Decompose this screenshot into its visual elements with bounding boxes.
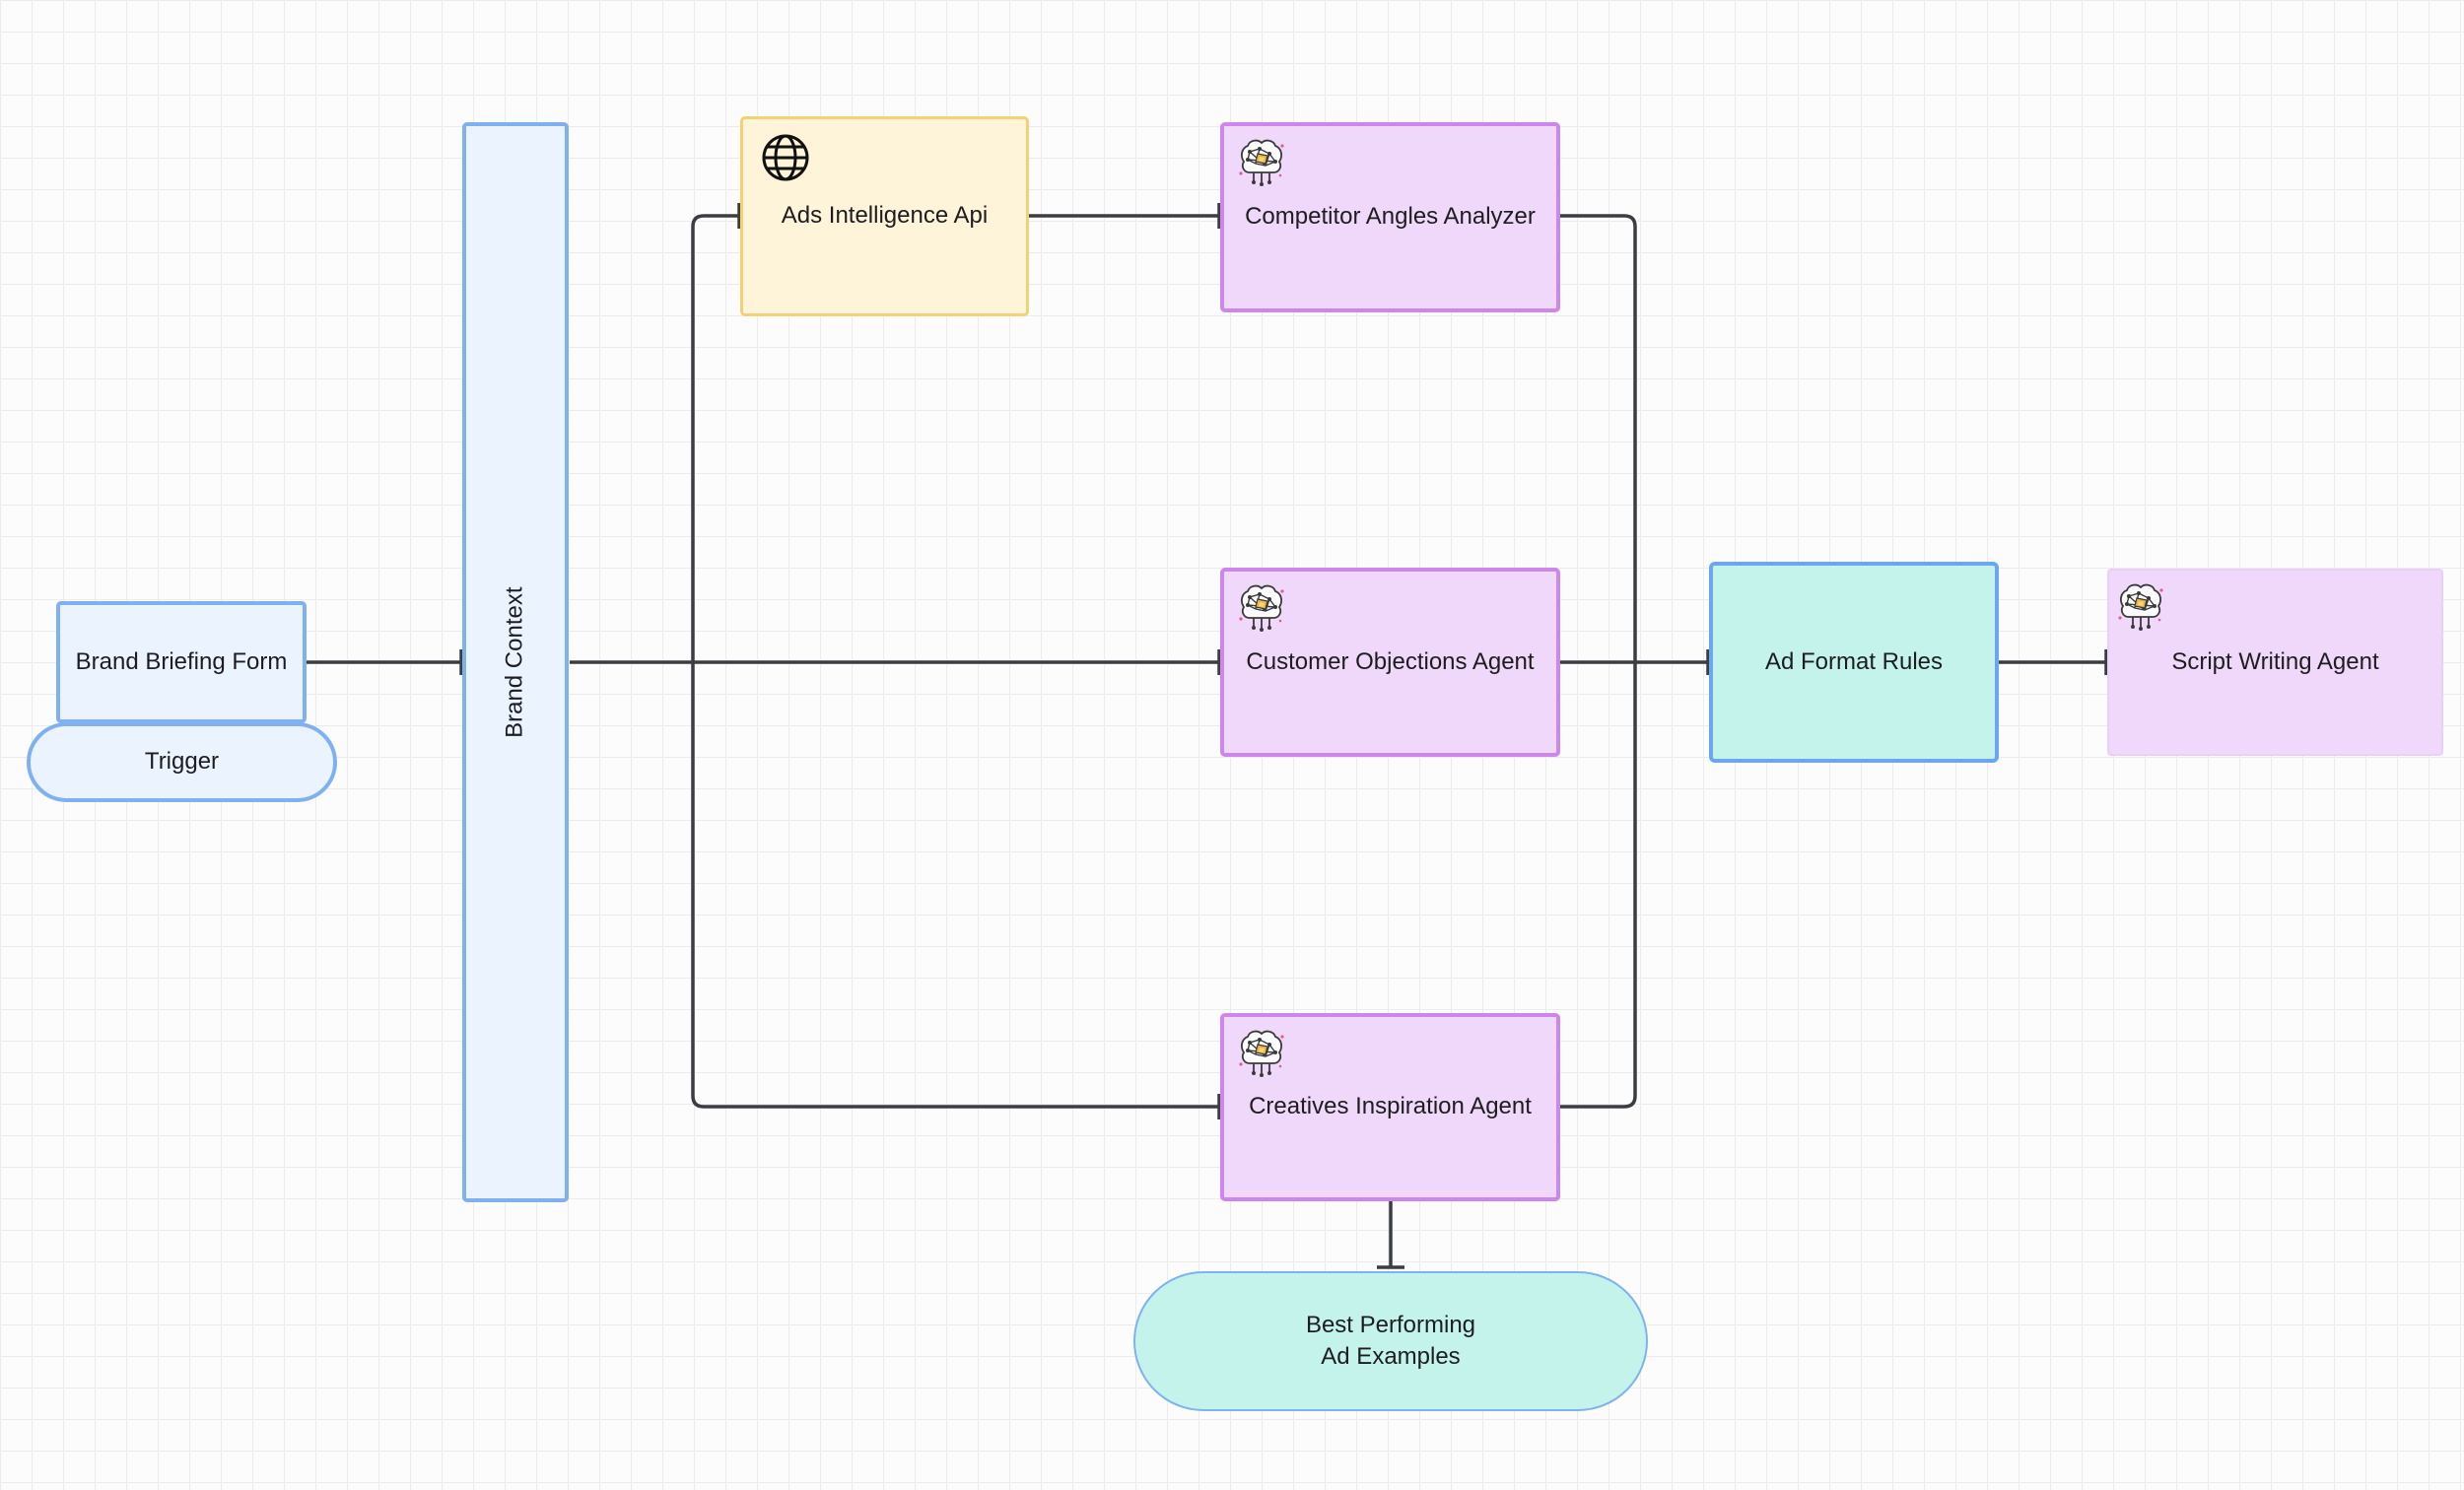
node-label: Brand Context [501,586,528,738]
ai-brain-icon [1236,1027,1287,1078]
globe-icon [762,134,809,181]
node-label: Competitor Angles Analyzer [1245,203,1536,231]
edge-context-to-api [691,214,739,662]
edge-context-to-creatives [691,662,1219,1109]
trigger-node[interactable]: Trigger [27,722,337,802]
node-label: Creatives Inspiration Agent [1249,1093,1532,1120]
competitor-angles-analyzer-node[interactable]: Competitor Angles Analyzer [1220,122,1560,312]
creatives-inspiration-agent-node[interactable]: Creatives Inspiration Agent [1220,1013,1560,1201]
best-performing-ad-examples-node[interactable]: Best Performing Ad Examples [1133,1271,1648,1411]
brand-briefing-form-node[interactable]: Brand Briefing Form [56,601,307,723]
script-writing-agent-node[interactable]: Script Writing Agent [2107,569,2443,756]
node-label: Best Performing Ad Examples [1305,1311,1476,1370]
node-label: Trigger [144,748,220,776]
ad-format-rules-node[interactable]: Ad Format Rules [1709,562,1999,763]
ai-brain-icon [1236,581,1287,633]
edge-competitor-to-rules [1560,214,1637,662]
node-label: Brand Briefing Form [75,647,288,675]
ads-intelligence-api-node[interactable]: Ads Intelligence Api [740,116,1029,316]
node-label: Script Writing Agent [2171,647,2379,675]
ai-brain-icon [1236,136,1287,187]
brand-context-node[interactable]: Brand Context [462,122,569,1202]
ai-brain-icon [2115,580,2166,632]
customer-objections-agent-node[interactable]: Customer Objections Agent [1220,568,1560,757]
edge-creatives-to-rules [1560,662,1637,1109]
node-label: Ad Format Rules [1764,647,1944,675]
node-label: Customer Objections Agent [1246,647,1535,675]
node-label: Ads Intelligence Api [781,202,989,230]
